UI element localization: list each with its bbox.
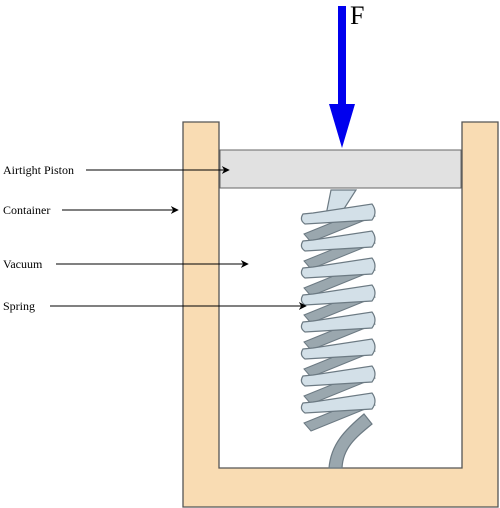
container-label: Container [3, 203, 50, 217]
piston-label: Airtight Piston [3, 163, 74, 177]
spring-front-coil [300, 230, 376, 252]
spring-front-coil [300, 203, 376, 225]
spring-front-coil [300, 311, 376, 333]
airtight-piston [219, 149, 462, 189]
spring-front-coil [300, 392, 376, 414]
spring-front-coil [300, 338, 376, 360]
container-walls [182, 121, 499, 508]
spring-front-coil [300, 284, 376, 306]
spring-bottom-tail [328, 413, 373, 469]
force-label: F [350, 1, 364, 30]
spring-front-coil [300, 257, 376, 279]
spring-front-coil [300, 365, 376, 387]
spring [300, 189, 376, 469]
vacuum-label: Vacuum [3, 257, 43, 271]
spring-label: Spring [3, 299, 35, 313]
force-arrow [329, 6, 355, 148]
